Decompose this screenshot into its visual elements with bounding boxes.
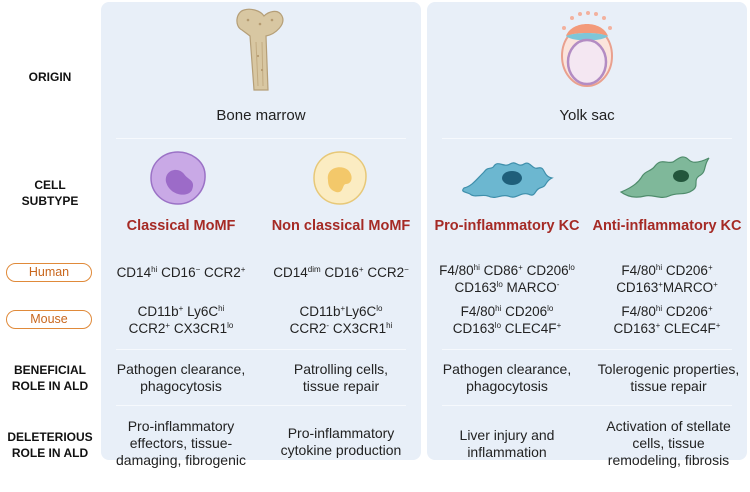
row-label-beneficial: BENEFICIAL ROLE IN ALD [0,362,100,394]
human-markers-line2: CD163lo MARCO- [454,280,560,295]
mouse-markers-line2: CCR2+ CX3CR1lo [128,321,234,336]
row-label-deleterious-line2: ROLE IN ALD [11,446,89,460]
divider-beneficial-yolk [442,405,732,406]
row-label-beneficial-line1: BENEFICIAL [14,363,86,377]
human-markers-line1: F4/80hi CD206+ [621,263,713,278]
human-markers: CD14hi CD16− CCR2+ [116,265,246,280]
divider-markers-yolk [442,349,732,350]
divider-origin-yolk [442,138,732,139]
mouse-markers-line1: F4/80hi CD206lo [460,304,554,319]
row-label-origin: ORIGIN [28,70,72,84]
subtype-title-antiinflammatory: Anti-inflammatory KC [592,218,742,234]
mouse-markers-line2: CD163+ CLEC4F+ [613,321,721,336]
mouse-markers-line2: CD163lo CLEC4F+ [452,321,562,336]
human-pill: Human [6,263,92,282]
yolk-sac-icon [561,11,613,87]
deleterious-proinflammatory: Liver injury and inflammation [459,427,555,460]
mouse-markers-line1: F4/80hi CD206+ [621,304,713,319]
human-markers-line1: F4/80hi CD86+ CD206lo [439,263,575,278]
divider-origin [116,138,406,139]
mouse-markers-line2: CCR2- CX3CR1hi [289,321,393,336]
mouse-pill: Mouse [6,310,92,329]
origin-yolk-sac: Yolk sac [559,107,615,124]
subtype-title-classical: Classical MoMF [126,218,236,234]
nonclassical-monocyte-icon [313,151,367,205]
divider-beneficial [116,405,406,406]
row-label-deleterious: DELETERIOUS ROLE IN ALD [0,429,100,461]
classical-monocyte-icon [150,151,206,205]
deleterious-classical: Pro-inflammatory effectors, tissue- dama… [116,418,246,468]
proinflammatory-kupffer-cell-icon [462,162,554,199]
beneficial-classical: Pathogen clearance, phagocytosis [116,361,246,394]
row-label-cell-subtype-line2: SUBTYPE [21,194,79,208]
row-label-beneficial-line2: ROLE IN ALD [11,379,89,393]
row-label-cell-subtype-line1: CELL [34,178,66,192]
subtype-title-proinflammatory: Pro-inflammatory KC [434,218,580,234]
subtype-title-nonclassical: Non classical MoMF [271,218,411,234]
origin-bone-marrow: Bone marrow [216,107,306,124]
divider-markers [116,349,406,350]
beneficial-proinflammatory: Pathogen clearance, phagocytosis [442,361,572,394]
row-label-deleterious-line1: DELETERIOUS [7,430,93,444]
beneficial-antiinflammatory: Tolerogenic properties, tissue repair [597,361,740,394]
row-label-cell-subtype: CELL SUBTYPE [0,177,100,209]
deleterious-nonclassical: Pro-inflammatory cytokine production [280,425,402,458]
antiinflammatory-kupffer-cell-icon [619,156,710,199]
deleterious-antiinflammatory: Activation of stellate cells, tissue rem… [606,418,731,468]
mouse-markers-line1: CD11b+Ly6Clo [299,304,383,319]
human-markers-line2: CD163+MARCO+ [616,280,718,295]
bone-icon [236,8,284,91]
mouse-markers-line1: CD11b+ Ly6Chi [137,304,225,319]
human-markers: CD14dim CD16+ CCR2− [273,265,409,280]
beneficial-nonclassical: Patrolling cells, tissue repair [293,361,389,394]
